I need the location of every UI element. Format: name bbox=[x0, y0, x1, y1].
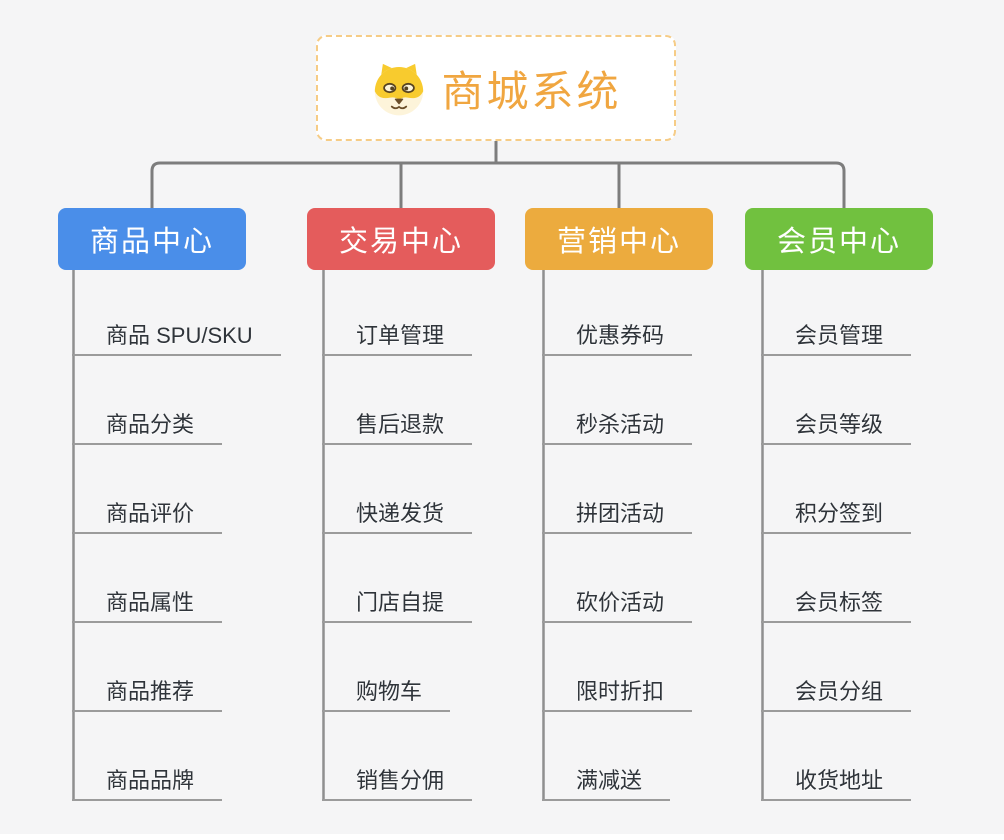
leaf-node[interactable]: 商品推荐 bbox=[72, 681, 223, 712]
root-node[interactable]: 商城系统 bbox=[316, 35, 676, 141]
branch-box-trade[interactable]: 交易中心 bbox=[307, 208, 495, 270]
leaf-node[interactable]: 会员分组 bbox=[761, 681, 912, 712]
leaf-node[interactable]: 满减送 bbox=[542, 770, 671, 801]
leaf-node[interactable]: 优惠券码 bbox=[542, 325, 693, 356]
leaf-node[interactable]: 砍价活动 bbox=[542, 592, 693, 623]
branch-bus bbox=[150, 161, 846, 208]
leaf-node[interactable]: 商品分类 bbox=[72, 414, 223, 445]
branch-box-product[interactable]: 商品中心 bbox=[58, 208, 246, 270]
leaf-node[interactable]: 会员管理 bbox=[761, 325, 912, 356]
leaf-node[interactable]: 商品品牌 bbox=[72, 770, 223, 801]
leaf-node[interactable]: 快递发货 bbox=[322, 503, 473, 534]
leaf-node[interactable]: 积分签到 bbox=[761, 503, 912, 534]
leaf-node[interactable]: 收货地址 bbox=[761, 770, 912, 801]
leaf-node[interactable]: 购物车 bbox=[322, 681, 451, 712]
leaf-node[interactable]: 销售分佣 bbox=[322, 770, 473, 801]
branch-box-marketing[interactable]: 营销中心 bbox=[525, 208, 713, 270]
leaf-node[interactable]: 订单管理 bbox=[322, 325, 473, 356]
root-title: 商城系统 bbox=[441, 67, 622, 115]
leaf-node[interactable]: 门店自提 bbox=[322, 592, 473, 623]
leaf-node[interactable]: 限时折扣 bbox=[542, 681, 693, 712]
leaf-node[interactable]: 商品属性 bbox=[72, 592, 223, 623]
branch-box-member[interactable]: 会员中心 bbox=[745, 208, 933, 270]
canvas-edge bbox=[0, 834, 1004, 840]
leaf-node[interactable]: 拼团活动 bbox=[542, 503, 693, 534]
leaf-node[interactable]: 售后退款 bbox=[322, 414, 473, 445]
leaf-node[interactable]: 商品 SPU/SKU bbox=[72, 325, 281, 356]
leaf-node[interactable]: 秒杀活动 bbox=[542, 414, 693, 445]
leaf-node[interactable]: 会员标签 bbox=[761, 592, 912, 623]
leaf-node[interactable]: 会员等级 bbox=[761, 414, 912, 445]
dog-face-icon bbox=[375, 63, 424, 116]
leaf-node[interactable]: 商品评价 bbox=[72, 503, 223, 534]
